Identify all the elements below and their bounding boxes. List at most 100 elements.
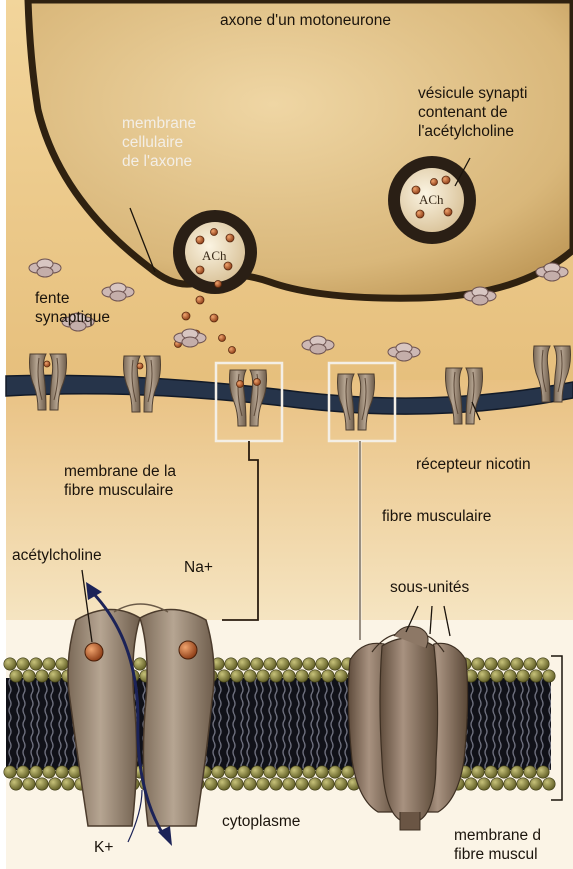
lipid-head — [517, 670, 529, 682]
lipid-head — [296, 670, 308, 682]
lipid-head — [303, 658, 315, 670]
lipid-head — [485, 658, 497, 670]
lipid-head — [264, 658, 276, 670]
lipid-head — [524, 766, 536, 778]
lipid-head — [225, 658, 237, 670]
lipid-head — [491, 778, 503, 790]
lipid-head — [30, 766, 42, 778]
lipid-head — [335, 670, 347, 682]
lipid-head — [472, 766, 484, 778]
lipid-head — [543, 778, 555, 790]
lipid-head — [4, 766, 16, 778]
lipid-head — [218, 778, 230, 790]
lipid-head — [4, 658, 16, 670]
lipid-head — [36, 670, 48, 682]
lipid-head — [296, 778, 308, 790]
nicotinic-receptor-label: récepteur nicotin — [416, 455, 531, 474]
lipid-head — [225, 766, 237, 778]
lipid-head — [23, 670, 35, 682]
ach-vesicle-left-label: ACh — [202, 246, 227, 265]
lipid-head — [62, 778, 74, 790]
lipid-head — [524, 658, 536, 670]
lipid-head — [56, 766, 68, 778]
lipid-head — [283, 778, 295, 790]
lipid-head — [264, 766, 276, 778]
lipid-head — [290, 658, 302, 670]
lipid-head — [43, 766, 55, 778]
lipid-head — [472, 658, 484, 670]
lipid-head — [17, 766, 29, 778]
lipid-head — [309, 670, 321, 682]
lipid-head — [218, 670, 230, 682]
potassium-ion-label: K+ — [94, 838, 113, 857]
muscle-fiber-label: fibre musculaire — [382, 507, 491, 526]
lipid-head — [238, 658, 250, 670]
lipid-head — [537, 658, 549, 670]
lipid-head — [251, 766, 263, 778]
lipid-head — [277, 766, 289, 778]
lipid-head — [498, 766, 510, 778]
lipid-head — [43, 658, 55, 670]
lipid-head — [316, 766, 328, 778]
lipid-head — [530, 670, 542, 682]
lipid-head — [329, 766, 341, 778]
lipid-head — [537, 766, 549, 778]
lipid-head — [270, 778, 282, 790]
acetylcholine-label: acétylcholine — [12, 546, 102, 565]
lipid-head — [335, 778, 347, 790]
axon-membrane-label: membrane cellulaire de l'axone — [122, 114, 196, 171]
lipid-head — [231, 670, 243, 682]
lipid-head — [238, 766, 250, 778]
lipid-head — [49, 778, 61, 790]
axon-title-label: axone d'un motoneurone — [220, 11, 391, 30]
lipid-head — [244, 778, 256, 790]
lipid-head — [530, 778, 542, 790]
membrane-bracket-label: membrane d fibre muscul — [454, 826, 541, 864]
lipid-head — [257, 778, 269, 790]
cytoplasm-label: cytoplasme — [222, 812, 300, 831]
lipid-head — [511, 766, 523, 778]
lipid-head — [322, 670, 334, 682]
lipid-head — [478, 670, 490, 682]
lipid-head — [212, 766, 224, 778]
lipid-head — [517, 778, 529, 790]
lipid-head — [485, 766, 497, 778]
lipid-head — [465, 778, 477, 790]
sodium-ion-label: Na+ — [184, 558, 213, 577]
lipid-head — [491, 670, 503, 682]
lipid-head — [10, 778, 22, 790]
lipid-head — [231, 778, 243, 790]
lipid-head — [329, 658, 341, 670]
lipid-head — [205, 778, 217, 790]
lipid-head — [283, 670, 295, 682]
ach-vesicle-right-label: ACh — [419, 190, 444, 209]
lipid-head — [134, 658, 146, 670]
lipid-head — [30, 658, 42, 670]
lipid-head — [277, 658, 289, 670]
lipid-head — [36, 778, 48, 790]
lipid-head — [270, 670, 282, 682]
lipid-head — [17, 658, 29, 670]
lipid-head — [504, 778, 516, 790]
lipid-head — [10, 670, 22, 682]
muscle-membrane-label: membrane de la fibre musculaire — [64, 462, 176, 500]
lipid-head — [49, 670, 61, 682]
lipid-head — [478, 778, 490, 790]
lipid-head — [316, 658, 328, 670]
lipid-head — [303, 766, 315, 778]
lipid-head — [504, 670, 516, 682]
lipid-head — [543, 670, 555, 682]
lipid-head — [309, 778, 321, 790]
lipid-head — [244, 670, 256, 682]
vesicle-label: vésicule synapti contenant de l'acétylch… — [418, 84, 527, 141]
lipid-head — [251, 658, 263, 670]
lipid-head — [322, 778, 334, 790]
lipid-head — [498, 658, 510, 670]
lipid-head — [23, 778, 35, 790]
lipid-head — [257, 670, 269, 682]
lipid-head — [342, 766, 354, 778]
lipid-head — [511, 658, 523, 670]
lipid-head — [56, 658, 68, 670]
synaptic-cleft-label: fente synaptique — [35, 289, 110, 327]
